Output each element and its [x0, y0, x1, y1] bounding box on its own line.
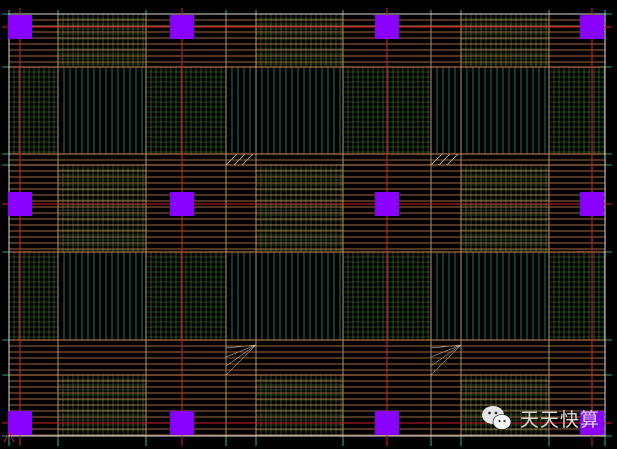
diagonal-hatch — [430, 344, 462, 349]
column — [580, 192, 604, 216]
diagonal-hatch — [430, 344, 462, 367]
column — [375, 411, 399, 435]
diagonal-hatch — [430, 344, 462, 376]
ucs-icon — [3, 431, 15, 443]
watermark: 天天快算 — [480, 402, 600, 434]
opening-panel — [225, 251, 344, 341]
column — [375, 192, 399, 216]
axis-lines-layer — [2, 8, 612, 446]
column — [8, 15, 32, 39]
column — [375, 15, 399, 39]
diagonal-hatch — [233, 153, 246, 166]
opening-panel — [225, 66, 344, 155]
column — [170, 411, 194, 435]
opening-panel — [57, 66, 147, 155]
diagonal-hatch — [225, 344, 257, 349]
beam-lines-layer — [8, 13, 606, 437]
diagonal-hatch — [430, 153, 443, 166]
drawing-border — [8, 13, 606, 437]
rebar-layer — [57, 66, 550, 376]
diagonal-hatch — [225, 344, 257, 376]
column — [8, 192, 32, 216]
column — [580, 15, 604, 39]
column — [170, 15, 194, 39]
column — [580, 411, 604, 435]
opening-panel — [57, 251, 147, 341]
wechat-icon — [482, 406, 512, 430]
grid-lines-layer — [2, 10, 612, 446]
column — [170, 192, 194, 216]
diagonal-hatch — [241, 153, 254, 166]
columns-layer — [8, 15, 604, 435]
watermark-text: 天天快算 — [520, 408, 601, 431]
column — [8, 411, 32, 435]
diagonal-hatch — [446, 153, 459, 166]
diagonal-hatch — [438, 153, 451, 166]
diagonal-hatch — [225, 344, 257, 358]
diagonal-hatch — [225, 344, 257, 367]
diagonal-hatch — [430, 344, 462, 358]
diagonal-hatch — [225, 153, 238, 166]
